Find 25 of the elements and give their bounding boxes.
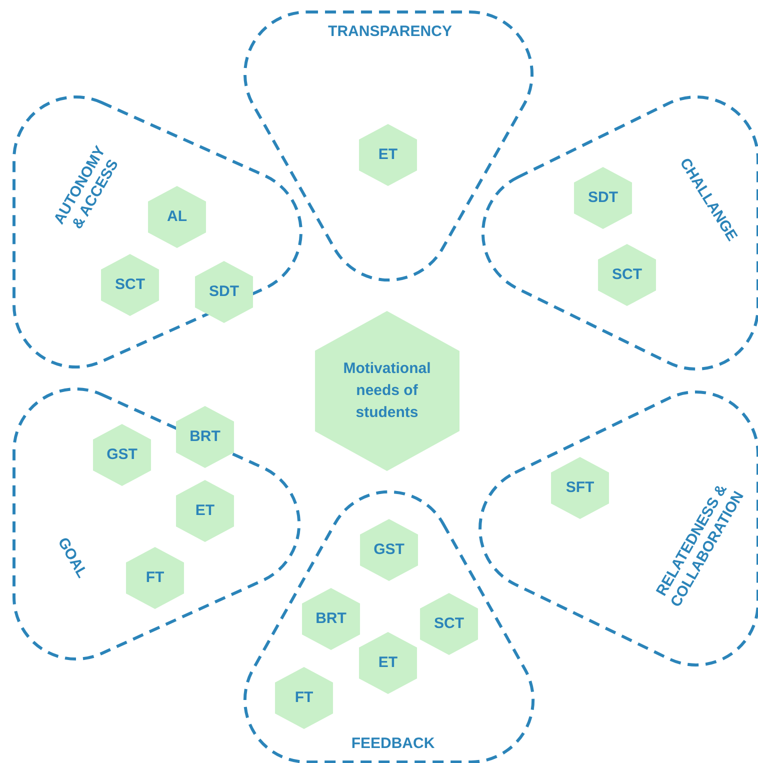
hexagon-label: ET	[378, 653, 398, 673]
group-title: FEEDBACK	[350, 735, 436, 753]
dashed-group-outline	[480, 392, 758, 665]
hexagon-label: SCT	[115, 275, 145, 295]
hexagon-label: FT	[146, 568, 164, 588]
dashed-group-outline	[245, 492, 533, 762]
hexagon-label: SDT	[209, 282, 239, 302]
hexagon-label: BRT	[316, 609, 346, 629]
hexagon-label: ET	[195, 501, 215, 521]
dashed-group-outline	[245, 12, 532, 280]
dashed-group-outline	[14, 389, 299, 659]
hexagon-label: GST	[374, 540, 404, 560]
hexagon-label: SDT	[588, 188, 618, 208]
hexagon-label: Motivational needs of students	[342, 359, 432, 423]
hexagon-label: SFT	[566, 478, 594, 498]
hexagon-label: GST	[106, 445, 138, 465]
hexagon-label: AL	[167, 207, 187, 227]
group-title: TRANSPARENCY	[327, 23, 453, 41]
hexagon-label: SCT	[612, 265, 642, 285]
dashed-group-outline	[14, 97, 301, 367]
hexagon-label: FT	[294, 688, 314, 708]
hexagon-label: BRT	[190, 427, 220, 447]
hexagon-label: ET	[378, 145, 398, 165]
dashed-group-outline	[483, 97, 758, 369]
hexagon-label: SCT	[434, 614, 464, 634]
